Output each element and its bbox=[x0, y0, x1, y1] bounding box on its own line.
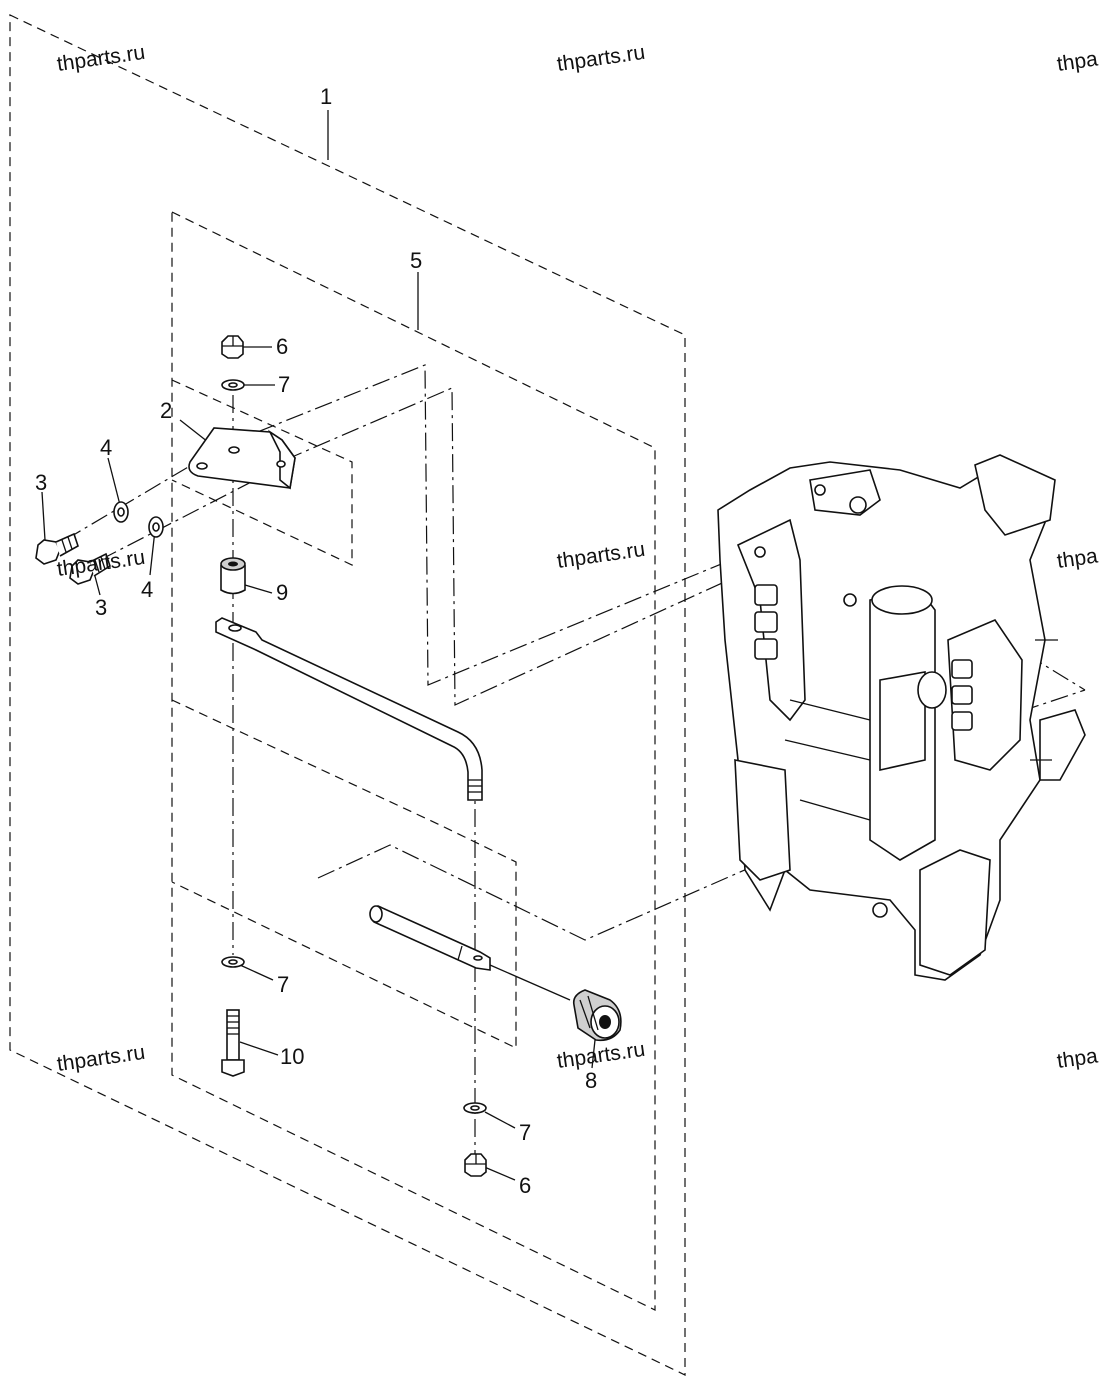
axis-bushing-8 bbox=[489, 964, 571, 1001]
part-9-collar bbox=[220, 557, 246, 595]
watermark-6: thpa bbox=[1055, 544, 1099, 573]
callout-9: 9 bbox=[276, 580, 288, 605]
callout-10: 10 bbox=[280, 1044, 304, 1069]
callout-6-top: 6 bbox=[276, 334, 288, 359]
callout-8: 8 bbox=[585, 1068, 597, 1093]
part-3-bolt-b bbox=[69, 552, 111, 585]
part-rod bbox=[215, 617, 483, 801]
callout-1: 1 bbox=[320, 84, 332, 109]
part-7-washer-mid bbox=[221, 956, 245, 968]
leader-6b bbox=[481, 1165, 516, 1181]
leader-9 bbox=[244, 584, 273, 594]
leader-8 bbox=[591, 1039, 596, 1069]
callout-7-bottom: 7 bbox=[519, 1120, 531, 1145]
clamp-bracket-frame bbox=[717, 454, 1086, 981]
watermark-3: thpa bbox=[1055, 47, 1099, 76]
part-6-nut-bottom bbox=[464, 1153, 487, 1177]
assembly-1-boundary bbox=[9, 14, 686, 1376]
assembly-5-inner-divider bbox=[171, 379, 353, 566]
part-6-nut-top bbox=[221, 335, 244, 359]
part-shaft bbox=[369, 905, 491, 971]
callout-4-b: 4 bbox=[141, 577, 153, 602]
part-7-washer-top bbox=[221, 379, 245, 391]
callout-3-a: 3 bbox=[35, 470, 47, 495]
callout-4-a: 4 bbox=[100, 435, 112, 460]
callout-6-bottom: 6 bbox=[519, 1173, 531, 1198]
part-8-bushing bbox=[572, 989, 622, 1042]
leader-3a bbox=[41, 491, 46, 541]
watermark-1: thparts.ru bbox=[55, 41, 146, 76]
watermark-5: thparts.ru bbox=[555, 538, 646, 573]
watermark-9: thpa bbox=[1055, 1044, 1099, 1073]
leader-4a bbox=[107, 457, 121, 506]
leader-7c bbox=[484, 1111, 516, 1129]
part-2-bracket bbox=[188, 427, 296, 490]
part-3-bolt-a bbox=[35, 532, 79, 565]
watermark-8: thparts.ru bbox=[555, 1038, 646, 1073]
axis-bracket-to-frame-1 bbox=[199, 364, 761, 686]
watermark-2: thparts.ru bbox=[555, 41, 646, 76]
axis-shaft-to-frame bbox=[317, 814, 871, 941]
part-4-washer-b bbox=[148, 516, 164, 538]
assembly-5-lower-divider bbox=[171, 699, 517, 1049]
callout-2: 2 bbox=[160, 398, 172, 423]
leader-10 bbox=[239, 1041, 279, 1056]
axis-bracket-to-frame-2 bbox=[284, 387, 861, 706]
part-4-washer-a bbox=[113, 501, 129, 523]
watermark-7: thparts.ru bbox=[55, 1041, 146, 1076]
assembly-5-boundary bbox=[171, 211, 656, 1311]
axis-bolt-3a bbox=[64, 459, 201, 541]
part-7-washer-bottom bbox=[463, 1102, 487, 1114]
callout-5: 5 bbox=[410, 248, 422, 273]
callout-7-mid: 7 bbox=[277, 972, 289, 997]
callout-3-b: 3 bbox=[95, 595, 107, 620]
part-10-bolt bbox=[221, 1009, 245, 1077]
leader-7b bbox=[239, 964, 274, 981]
leader-2 bbox=[179, 419, 209, 443]
callout-7-top: 7 bbox=[278, 372, 290, 397]
